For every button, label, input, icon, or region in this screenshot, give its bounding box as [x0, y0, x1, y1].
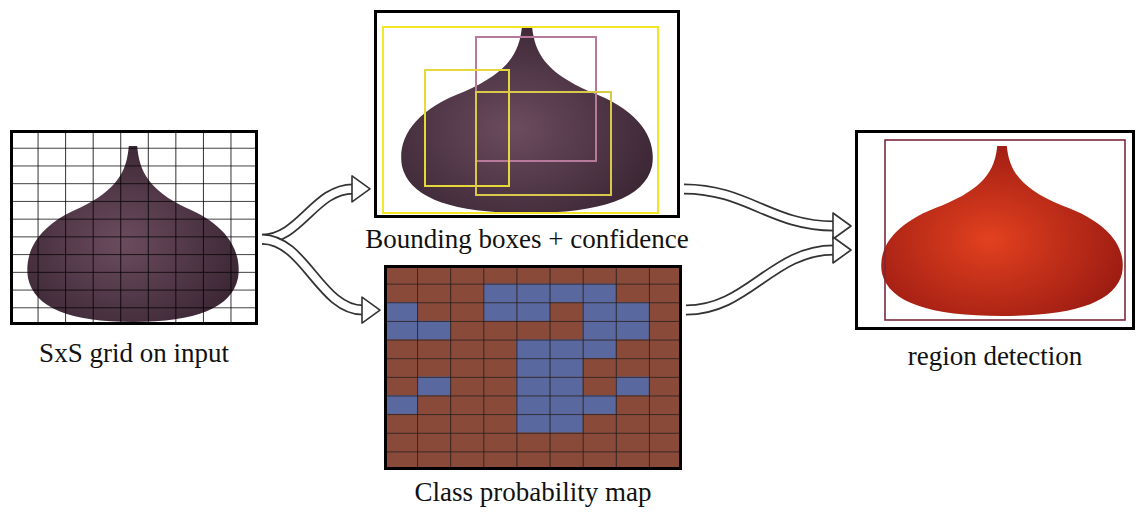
hollow-arrow	[262, 176, 370, 239]
image-panel: region detection	[855, 130, 1135, 330]
caption-text: SxS grid on input	[39, 339, 229, 369]
arrow-head	[362, 297, 380, 323]
arrow-body	[686, 250, 834, 310]
arrow-body	[262, 189, 353, 239]
caption-text: Class probability map	[415, 478, 652, 508]
panel-caption: Class probability map	[415, 478, 652, 508]
fig-image	[401, 26, 653, 213]
arrow-head	[833, 237, 851, 263]
probability-map	[384, 265, 682, 470]
panel-ground	[855, 130, 1135, 330]
arrow-outline	[684, 189, 834, 226]
bounding-box	[476, 37, 596, 161]
arrow-head	[833, 213, 851, 239]
panel-ground	[10, 130, 258, 325]
panel-frame	[10, 130, 258, 325]
panel-caption: SxS grid on input	[39, 339, 229, 369]
arrow-body	[262, 239, 363, 310]
arrow-outline	[686, 250, 834, 310]
image-panel: SxS grid on input	[10, 130, 258, 325]
arrow-body	[684, 189, 834, 226]
hollow-arrow	[262, 239, 380, 323]
bounding-box	[383, 27, 658, 213]
caption-text: region detection	[908, 342, 1083, 372]
image-panel: Class probability map	[384, 265, 682, 470]
grid-lines	[384, 265, 682, 470]
bounding-box	[476, 92, 611, 195]
panel-caption: region detection	[908, 342, 1083, 372]
arrow-outline	[262, 189, 353, 239]
panel-caption: Bounding boxes + confidence	[365, 225, 688, 255]
arrow-head	[352, 176, 370, 202]
hollow-arrow	[686, 237, 851, 310]
caption-text: Bounding boxes + confidence	[365, 225, 688, 255]
image-panel: Bounding boxes + confidence	[374, 10, 680, 218]
detection-box	[885, 140, 1125, 320]
bounding-box	[425, 70, 509, 186]
arrow-outline	[262, 239, 363, 310]
grid-lines	[10, 130, 258, 325]
panel-frame	[855, 130, 1135, 330]
panel-ground	[374, 10, 680, 218]
panel-frame	[384, 265, 682, 470]
hollow-arrow	[684, 189, 851, 239]
panel-frame	[374, 10, 680, 218]
fig-image	[881, 146, 1123, 316]
